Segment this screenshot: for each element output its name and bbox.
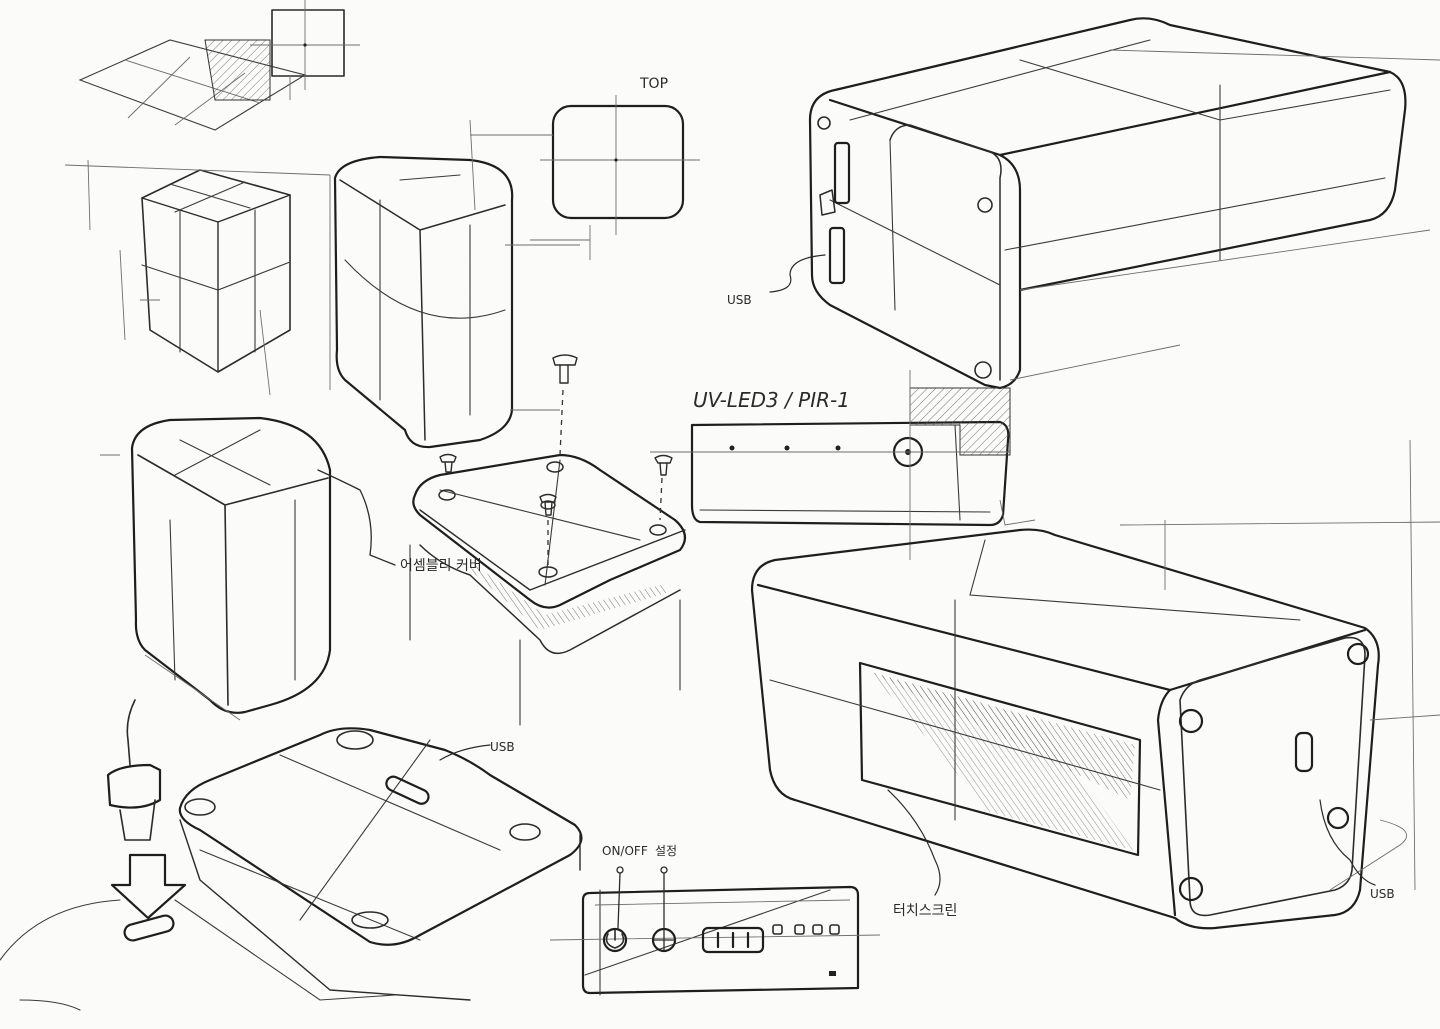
sensor-strip-sketch: UV-LED3 / PIR-1 xyxy=(650,370,1036,560)
cube-sketch xyxy=(64,159,331,396)
box-with-lid-sketch xyxy=(100,416,396,721)
main-device-rear-sketch: 터치스크린 USB xyxy=(750,439,1440,930)
top-view-sketch: TOP xyxy=(470,76,700,260)
uvled-pir-label: UV-LED3 / PIR-1 xyxy=(693,388,850,412)
exploded-lid-sketch: 어셈블리 커버 xyxy=(400,354,687,726)
touchscreen-label: 터치스크린 xyxy=(893,903,957,919)
usb-label-rear: USB xyxy=(1370,887,1395,901)
top-label: TOP xyxy=(639,76,668,92)
control-panel-sketch: ON/OFF 설정 xyxy=(549,844,881,996)
usb-label-front: USB xyxy=(727,293,752,307)
main-device-front-sketch: USB xyxy=(727,17,1440,390)
usb-label-base: USB xyxy=(490,740,515,754)
onoff-label: ON/OFF xyxy=(602,844,648,858)
hinge-cover-label: 어셈블리 커버 xyxy=(400,558,482,574)
settings-label: 설정 xyxy=(655,844,677,858)
grid-sketch xyxy=(78,0,360,131)
tall-block-sketch xyxy=(329,119,580,449)
base-plate-sketch: USB xyxy=(0,699,583,1011)
